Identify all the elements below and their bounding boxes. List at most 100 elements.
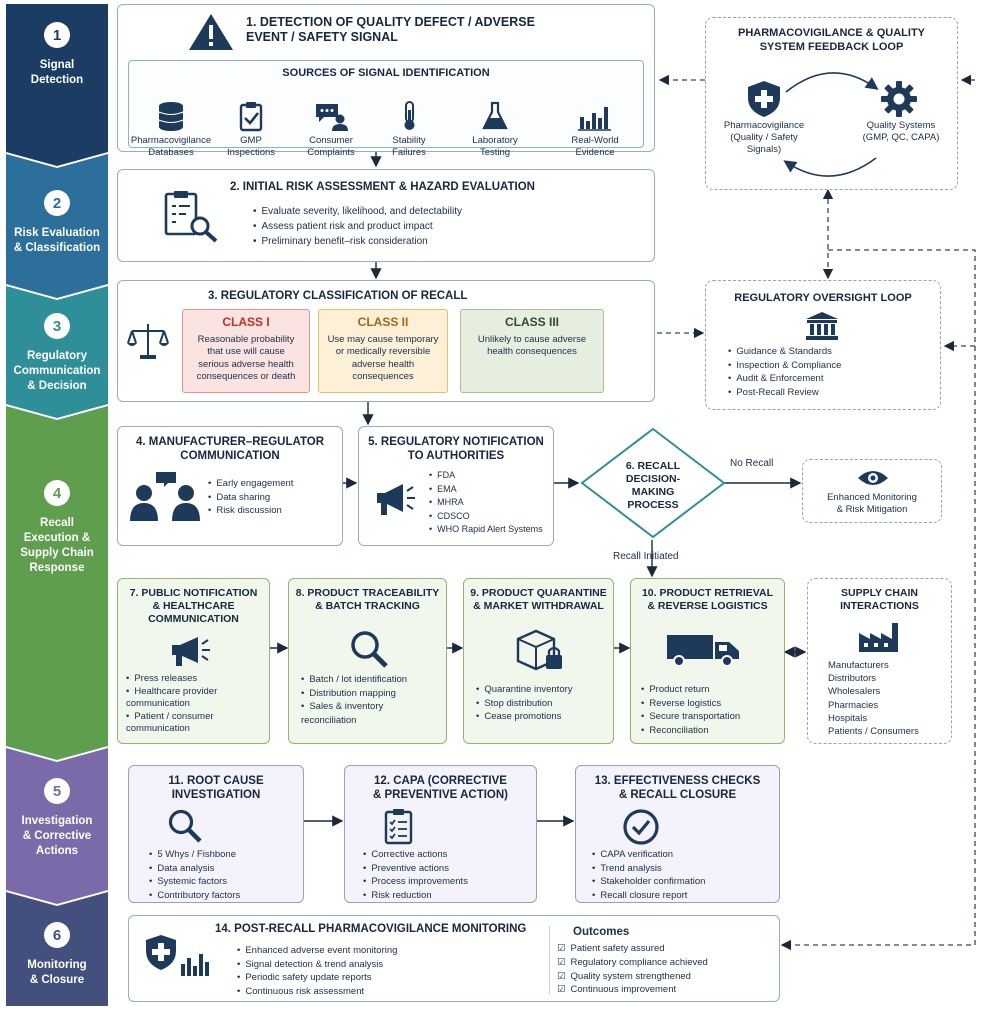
list-item: Process improvements xyxy=(363,875,468,889)
source-real-world-evidence: Real-World Evidence xyxy=(549,101,641,159)
step12-title: 12. CAPA (CORRECTIVE & PREVENTIVE ACTION… xyxy=(372,775,509,801)
megaphone-icon xyxy=(377,484,415,515)
sources-title: SOURCES OF SIGNAL IDENTIFICATION xyxy=(282,67,490,79)
truck-icon xyxy=(667,635,739,667)
box-lock-icon xyxy=(516,629,562,671)
step1-title: 1. DETECTION OF QUALITY DEFECT / ADVERSE… xyxy=(246,15,535,44)
list-item: Batch / lot identification xyxy=(301,673,407,687)
source-label: Pharmacovigilance Databases xyxy=(130,135,212,158)
source-label: Real-World Evidence xyxy=(571,135,619,158)
list-item: Assess patient risk and product impact xyxy=(253,219,462,234)
step7-title: 7. PUBLIC NOTIFICATION & HEALTHCARE COMM… xyxy=(129,587,258,625)
step11-bullets: 5 Whys / Fishbone Data analysis Systemic… xyxy=(149,848,240,902)
class-description: Unlikely to cause adverse health consequ… xyxy=(477,333,587,358)
list-item: Trend analysis xyxy=(592,862,705,876)
step10-bullets: Product return Reverse logistics Secure … xyxy=(641,683,740,737)
list-item: Systemic factors xyxy=(149,875,240,889)
thermometer-icon xyxy=(404,101,415,130)
oversight-bullets: Guidance & Standards Inspection & Compli… xyxy=(728,345,841,399)
list-item: Press releases xyxy=(126,673,217,686)
magnifier-icon xyxy=(168,809,202,843)
list-item: Quarantine inventory xyxy=(476,683,572,697)
oversight-title: REGULATORY OVERSIGHT LOOP xyxy=(734,292,912,304)
list-item: Risk reduction xyxy=(363,889,468,903)
band-number: 2 xyxy=(44,190,70,216)
people-chat-icon xyxy=(130,472,200,521)
supply-chain-box: SUPPLY CHAIN INTERACTIONS Manufacturers … xyxy=(807,578,952,744)
source-label: Consumer Complaints xyxy=(307,135,355,158)
band-number: 3 xyxy=(44,313,70,339)
list-item: Post-Recall Review xyxy=(728,386,841,400)
step10-retrieval-box: 10. PRODUCT RETRIEVAL & REVERSE LOGISTIC… xyxy=(630,578,785,744)
class-name: CLASS III xyxy=(504,315,559,329)
warning-icon xyxy=(189,14,233,50)
supply-items: Manufacturers Distributors Wholesalers P… xyxy=(828,659,919,738)
step4-communication-box: 4. MANUFACTURER–REGULATOR COMMUNICATION … xyxy=(117,426,343,546)
step3-title: 3. REGULATORY CLASSIFICATION OF RECALL xyxy=(208,290,468,302)
source-gmp-inspections: GMP Inspections xyxy=(205,101,297,159)
band-label: Monitoring & Closure xyxy=(27,959,87,986)
list-item: Pharmacies xyxy=(828,699,879,711)
list-item: Patient safety assured xyxy=(557,942,708,956)
step3-classification-box: 3. REGULATORY CLASSIFICATION OF RECALL C… xyxy=(117,280,655,402)
list-item: Regulatory compliance achieved xyxy=(557,956,708,970)
list-item: Continuous risk assessment xyxy=(237,985,397,999)
step14-monitoring-box: 14. POST-RECALL PHARMACOVIGILANCE MONITO… xyxy=(128,915,780,1002)
list-item: Guidance & Standards xyxy=(728,345,841,359)
outcomes-divider xyxy=(549,926,550,994)
step2-risk-assessment-box: 2. INITIAL RISK ASSESSMENT & HAZARD EVAL… xyxy=(117,169,655,262)
megaphone-icon xyxy=(172,637,210,666)
band-recall-execution: 4 Recall Execution & Supply Chain Respon… xyxy=(6,480,108,576)
class-i-card: CLASS I Reasonable probability that use … xyxy=(182,309,310,393)
list-item: 5 Whys / Fishbone xyxy=(149,848,240,862)
scales-icon xyxy=(127,324,169,359)
step7-bullets: Press releases Healthcare provider commu… xyxy=(126,673,217,736)
source-laboratory-testing: Laboratory Testing xyxy=(449,101,541,159)
band-risk-evaluation: 2 Risk Evaluation & Classification xyxy=(6,190,108,256)
list-item: Signal detection & trend analysis xyxy=(237,958,397,972)
class-iii-card: CLASS III Unlikely to cause adverse heal… xyxy=(460,309,604,393)
step5-bullets: FDA EMA MHRA CDSCO WHO Rapid Alert Syste… xyxy=(429,469,543,537)
list-item: Cease promotions xyxy=(476,710,573,724)
source-pharmacovigilance-databases: Pharmacovigilance Databases xyxy=(125,101,217,159)
band-monitoring-closure: 6 Monitoring & Closure xyxy=(6,922,108,988)
list-item: Inspection & Compliance xyxy=(728,359,841,373)
list-item: MHRA xyxy=(429,496,543,510)
list-item: Corrective actions xyxy=(363,848,468,862)
class-name: CLASS I xyxy=(222,315,270,329)
list-item: Early engagement xyxy=(208,477,293,491)
feedback-right-label: Quality Systems (GMP, QC, CAPA) xyxy=(862,120,940,143)
source-stability-failures: Stability Failures xyxy=(363,101,455,159)
source-label: GMP Inspections xyxy=(226,135,276,158)
feedback-loop-box: PHARMACOVIGILANCE & QUALITY SYSTEM FEEDB… xyxy=(705,17,958,190)
list-item: Wholesalers xyxy=(828,686,881,698)
step2-bullets: Evaluate severity, likelihood, and detec… xyxy=(253,204,462,249)
list-item: Continuous improvement xyxy=(557,983,708,997)
gear-icon xyxy=(881,81,917,117)
band-regulatory-communication: 3 Regulatory Communication & Decision xyxy=(6,313,108,394)
clipboard-list-icon xyxy=(384,809,413,845)
feedback-title: PHARMACOVIGILANCE & QUALITY SYSTEM FEEDB… xyxy=(738,27,925,53)
flask-icon xyxy=(482,101,508,130)
band-label: Signal Detection xyxy=(30,59,84,86)
step6-title: 6. RECALL DECISION- MAKING PROCESS xyxy=(625,460,681,511)
supply-title: SUPPLY CHAIN INTERACTIONS xyxy=(840,587,919,612)
decision-diamond xyxy=(580,427,726,539)
list-item: Periodic safety update reports xyxy=(237,971,397,985)
step9-quarantine-box: 9. PRODUCT QUARANTINE & MARKET WITHDRAWA… xyxy=(463,578,614,744)
band-label: Regulatory Communication & Decision xyxy=(13,350,101,392)
list-item: Product return xyxy=(641,683,740,697)
step11-root-cause-box: 11. ROOT CAUSE INVESTIGATION 5 Whys / Fi… xyxy=(128,765,304,903)
step11-title: 11. ROOT CAUSE INVESTIGATION xyxy=(168,775,264,801)
bar-chart-icon xyxy=(578,107,611,131)
outcomes-list: Patient safety assured Regulatory compli… xyxy=(557,942,708,997)
sources-panel: SOURCES OF SIGNAL IDENTIFICATION Pharmac… xyxy=(128,60,644,158)
band-label: Recall Execution & Supply Chain Response xyxy=(20,517,94,574)
chat-user-icon xyxy=(316,104,348,131)
class-description: Use may cause temporary or medically rev… xyxy=(327,333,439,383)
oversight-loop-box: REGULATORY OVERSIGHT LOOP Guidance & Sta… xyxy=(705,280,941,410)
list-item: Evaluate severity, likelihood, and detec… xyxy=(253,204,462,219)
list-item: Audit & Enforcement xyxy=(728,372,841,386)
cycle-arrows-icon xyxy=(783,72,879,177)
